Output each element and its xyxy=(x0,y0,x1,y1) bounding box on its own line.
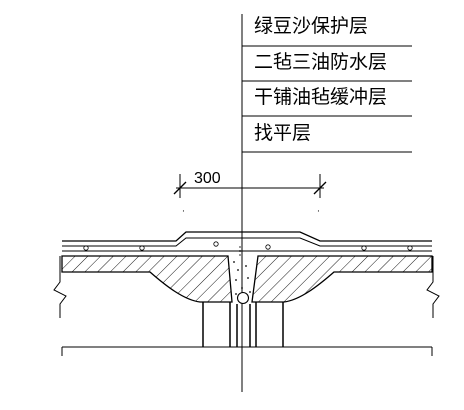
break-line-right xyxy=(426,256,440,318)
layer-callout: 绿豆沙保护层 二毡三油防水层 干铺油毡缓冲层 找平层 xyxy=(241,14,412,392)
svg-text:·: · xyxy=(182,207,185,217)
protection-layer-top xyxy=(62,231,432,242)
waterproof-layer-line xyxy=(62,237,432,247)
dimension-tick-left xyxy=(173,181,187,195)
dimension-300: 300 · · xyxy=(173,170,327,217)
gravel-dots xyxy=(83,241,413,251)
layer-label-waterproof: 二毡三油防水层 xyxy=(254,51,387,73)
concrete-slab xyxy=(61,255,433,305)
backer-rod-icon xyxy=(236,291,250,305)
ceiling-line xyxy=(61,346,433,356)
roof-layers xyxy=(62,231,432,256)
dimension-tick-right xyxy=(313,181,327,195)
break-line-left xyxy=(53,256,67,318)
layer-label-leveling: 找平层 xyxy=(254,122,311,144)
dimension-value: 300 xyxy=(194,170,221,187)
slab-right xyxy=(251,255,433,303)
break-lines xyxy=(53,256,440,318)
layer-label-cushion: 干铺油毡缓冲层 xyxy=(254,86,387,108)
joint-filler xyxy=(233,261,251,295)
support-walls xyxy=(202,302,284,347)
layer-label-protection: 绿豆沙保护层 xyxy=(254,15,368,37)
slab-left xyxy=(61,255,233,303)
svg-text:·: · xyxy=(317,207,320,217)
